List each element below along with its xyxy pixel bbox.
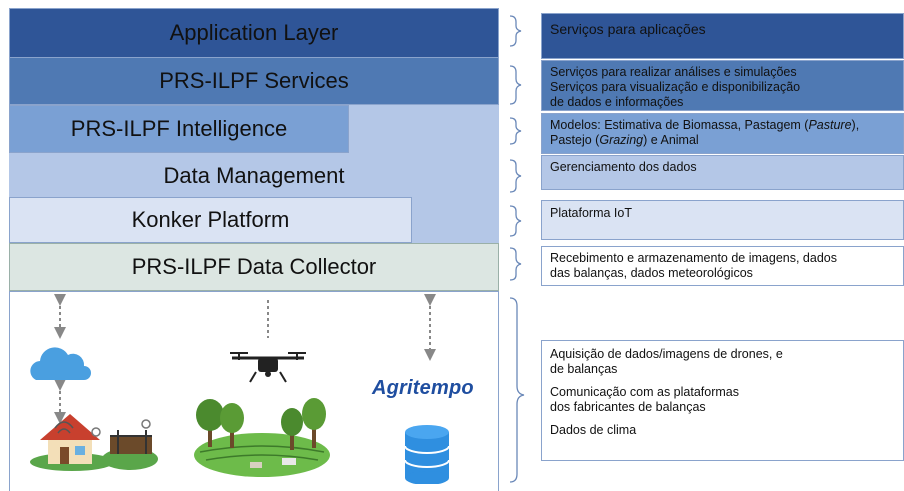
collector-layer-label: PRS-ILPF Data Collector: [131, 254, 377, 279]
collector-description: Recebimento e armazenamento de imagens, …: [541, 246, 904, 286]
intelligence-layer-label: PRS-ILPF Intelligence: [70, 116, 288, 141]
services-layer-label: PRS-ILPF Services: [159, 68, 349, 93]
sources-line: dos fabricantes de balanças: [550, 400, 706, 414]
brace-sources: [509, 297, 525, 483]
intelligence-description-line: Modelos: Estimativa de Biomassa, Pastage…: [550, 118, 860, 132]
collector-description-line: das balanças, dados meteorológicos: [550, 266, 753, 280]
konker-layer: Konker Platform: [9, 197, 412, 243]
intelligence-description-line: Pastejo (Grazing) e Animal: [550, 133, 699, 147]
sources-description: Aquisição de dados/imagens de drones, e …: [541, 340, 904, 461]
sources-group: Dados de clima: [550, 423, 895, 438]
sources-line: Aquisição de dados/imagens de drones, e: [550, 347, 783, 361]
agritempo-logo-text: Agritempo: [372, 377, 474, 399]
brace-application: [509, 15, 522, 47]
sources-line: Dados de clima: [550, 423, 637, 437]
sources-line: Comunicação com as plataformas: [550, 385, 739, 399]
services-description-line: Serviços para realizar análises e simula…: [550, 65, 797, 79]
intelligence-description: Modelos: Estimativa de Biomassa, Pastage…: [541, 113, 904, 154]
services-description-line: de dados e informações: [550, 95, 684, 109]
intelligence-layer: PRS-ILPF Intelligence: [9, 105, 349, 153]
services-description-line: Serviços para visualização e disponibili…: [550, 80, 801, 94]
sources-group: Aquisição de dados/imagens de drones, e …: [550, 347, 895, 377]
application-layer-label: Application Layer: [169, 20, 339, 45]
sources-line: de balanças: [550, 362, 618, 376]
brace-collector: [509, 247, 522, 281]
collector-description-line: Recebimento e armazenamento de imagens, …: [550, 251, 837, 265]
data-management-layer: Data Management: [9, 153, 499, 198]
konker-layer-label: Konker Platform: [131, 207, 290, 232]
services-description: Serviços para realizar análises e simula…: [541, 60, 904, 111]
data-management-description-line: Gerenciamento dos dados: [550, 160, 697, 174]
farm-icon: [194, 398, 330, 477]
collector-layer: PRS-ILPF Data Collector: [9, 243, 499, 291]
application-layer: Application Layer: [9, 8, 499, 58]
application-description: Serviços para aplicações: [541, 13, 904, 59]
cloud-icon: [30, 347, 91, 380]
brace-services: [509, 65, 522, 105]
database-icon: [404, 425, 450, 484]
agritempo-logo: Agritempo: [372, 377, 474, 400]
layer-stack: Application Layer PRS-ILPF Services PRS-…: [9, 8, 499, 491]
scale-icon: [91, 419, 158, 470]
application-description-line: Serviços para aplicações: [550, 21, 706, 37]
brace-konker: [509, 205, 522, 237]
sources-group: Comunicação com as plataformas dos fabri…: [550, 385, 895, 415]
brace-intelligence: [509, 117, 522, 145]
brace-data-management: [509, 159, 522, 193]
konker-description-line: Plataforma IoT: [550, 206, 632, 220]
konker-description: Plataforma IoT: [541, 200, 904, 240]
drone-icon: [230, 352, 306, 383]
data-management-layer-label: Data Management: [163, 162, 345, 188]
data-management-description: Gerenciamento dos dados: [541, 155, 904, 190]
services-layer: PRS-ILPF Services: [9, 58, 499, 105]
house-icon: [30, 414, 114, 471]
